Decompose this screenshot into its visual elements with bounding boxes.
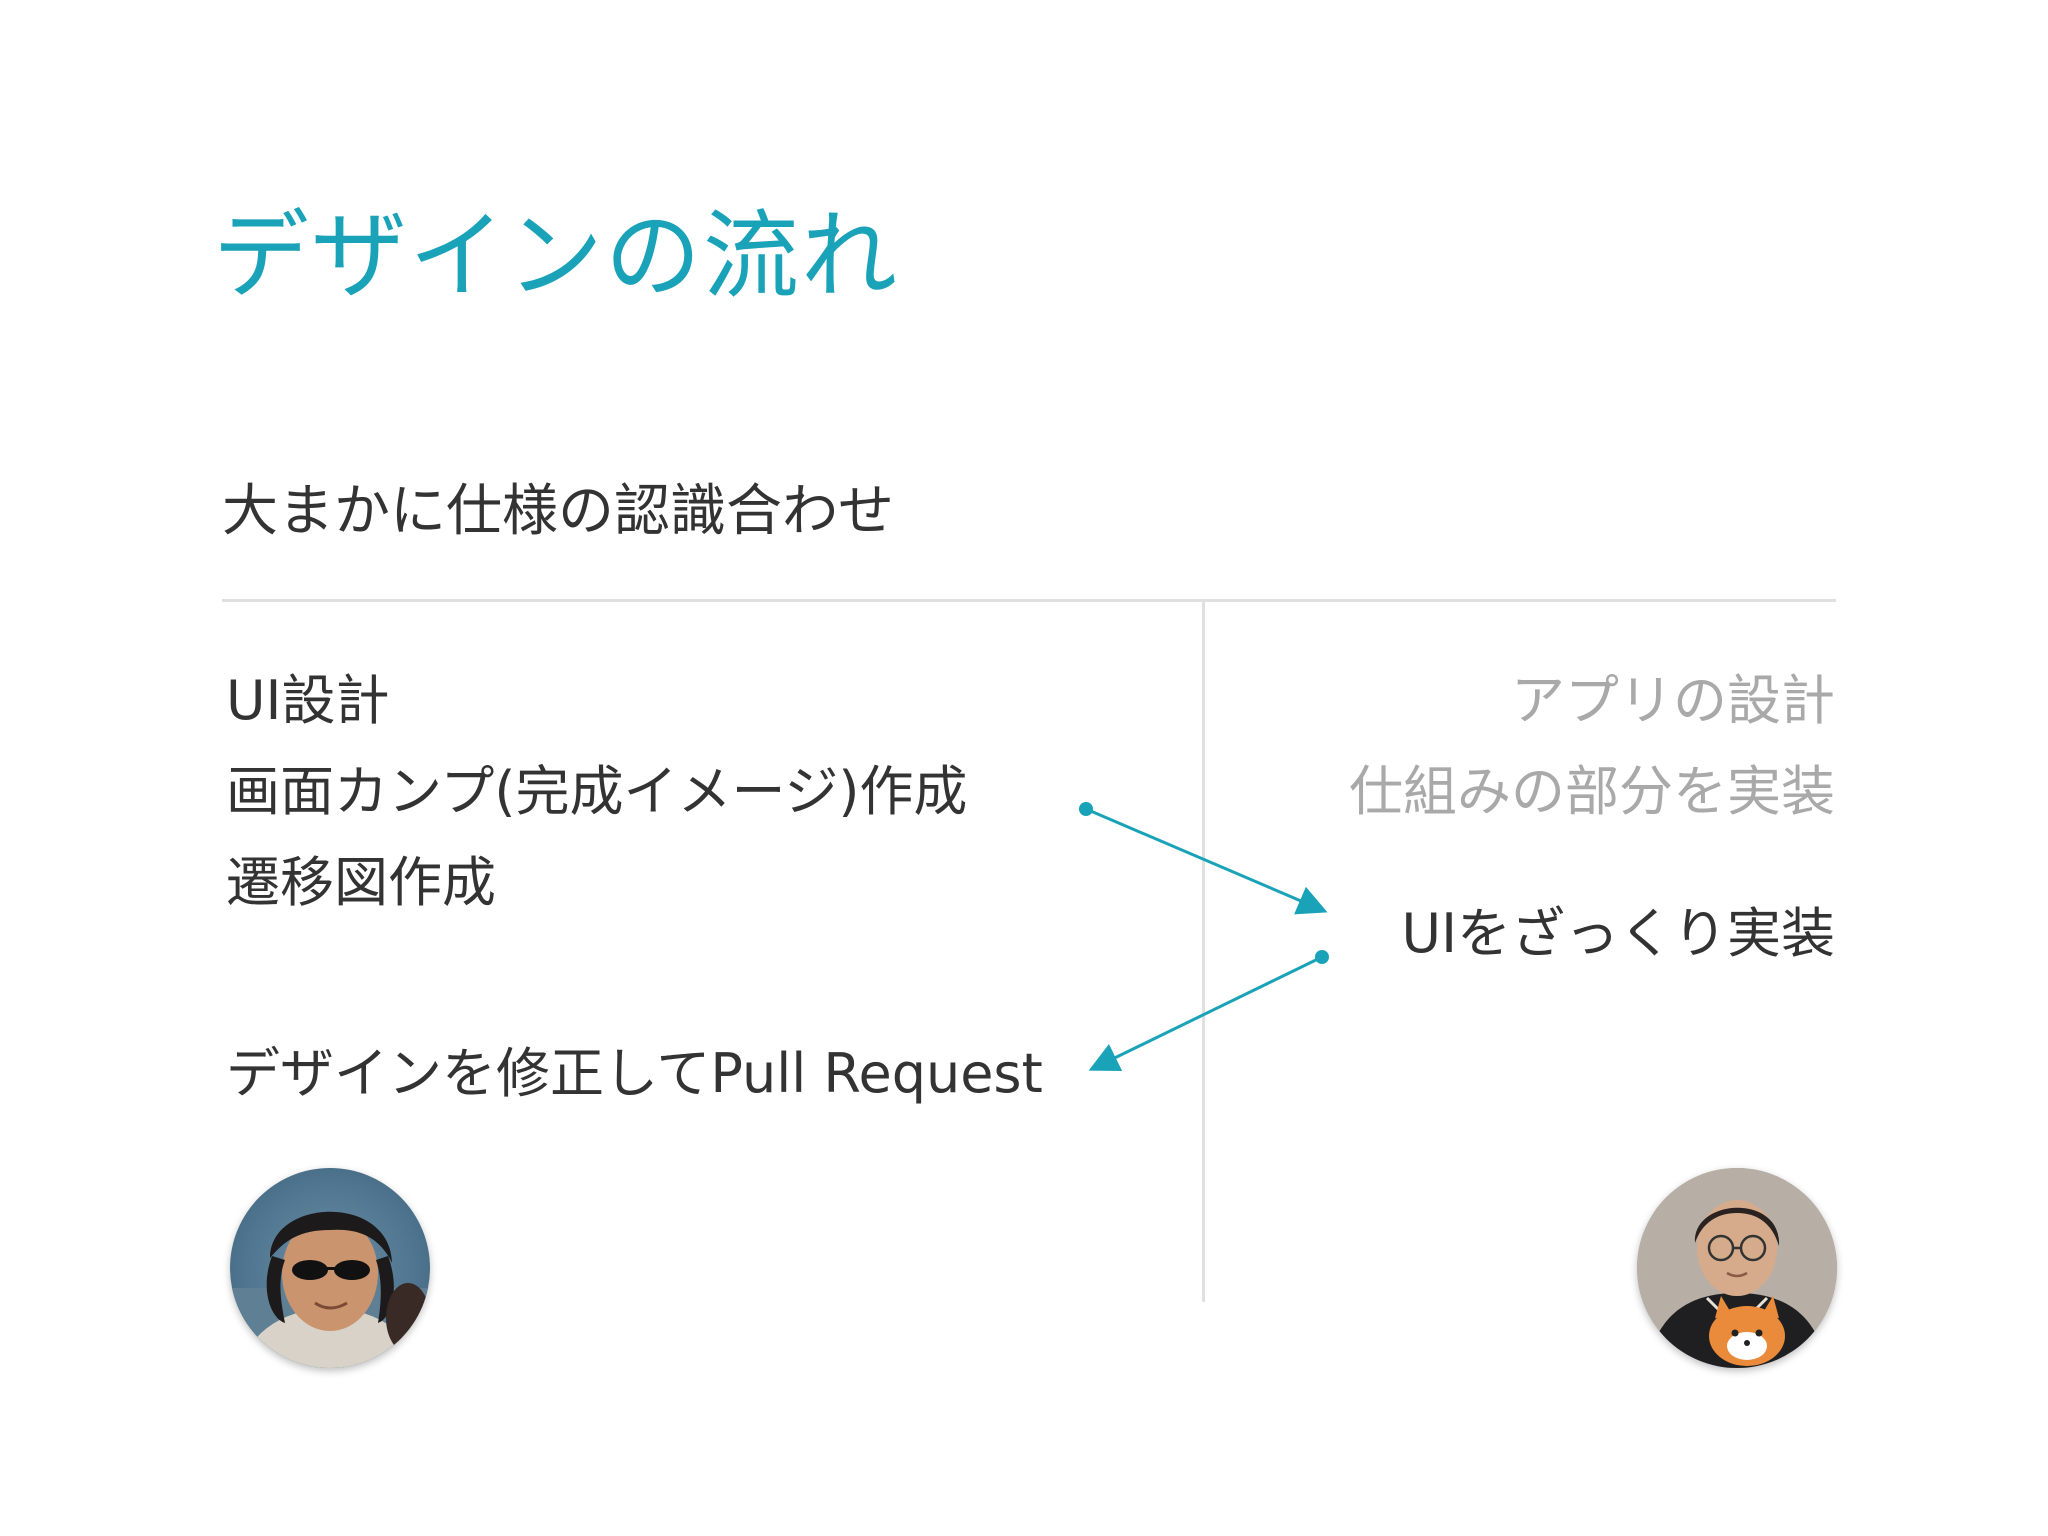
person-with-sunglasses-icon: [230, 1211, 430, 1368]
slide-title: デザインの流れ: [213, 200, 899, 312]
person-with-glasses-and-fox-icon: [1637, 1168, 1837, 1368]
vertical-divider: [1202, 602, 1205, 1302]
designer-avatar: [230, 1168, 430, 1368]
horizontal-divider: [222, 599, 1836, 602]
arrow-back-to-design: [1088, 950, 1329, 1071]
slide-subtitle: 大まかに仕様の認識合わせ: [222, 479, 894, 544]
left-item-mockup: 画面カンプ(完成イメージ)作成: [226, 760, 968, 823]
left-item-ui-design: UI設計: [226, 669, 390, 732]
left-item-transition-diagram: 遷移図作成: [226, 851, 496, 914]
right-item-rough-ui: UIをざっくり実装: [1401, 902, 1835, 965]
right-item-mechanism: 仕組みの部分を実装: [1349, 760, 1835, 823]
engineer-avatar: [1637, 1168, 1837, 1368]
arrow-to-implementation: [1079, 802, 1328, 915]
left-item-pull-request: デザインを修正してPull Request: [226, 1042, 1043, 1105]
right-item-app-design: アプリの設計: [1511, 669, 1835, 732]
